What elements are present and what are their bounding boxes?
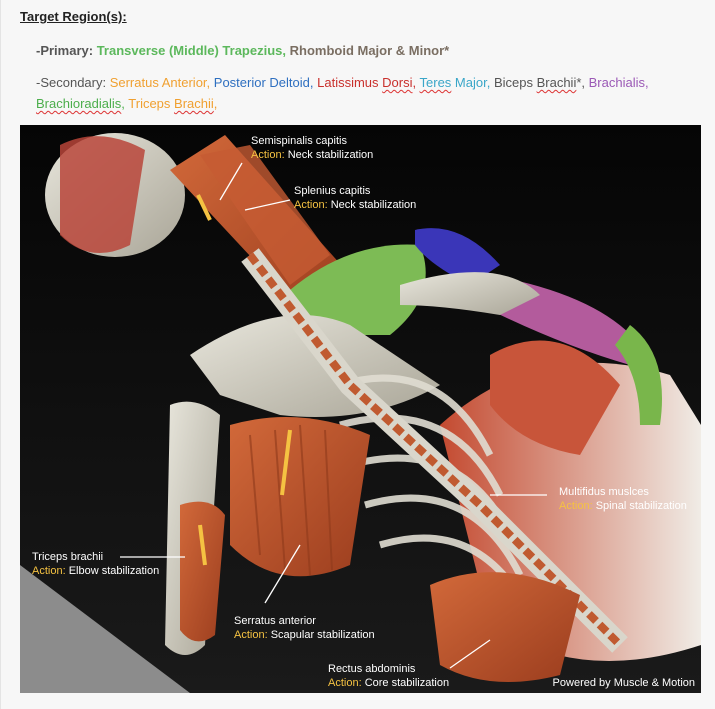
secondary-teres: Teres Major, — [419, 75, 491, 90]
primary-item-rhomboid: Rhomboid Major & Minor* — [289, 43, 450, 58]
label-rectus: Rectus abdominis Action: Core stabilizat… — [328, 663, 450, 689]
secondary-deltoid: Posterior Deltoid, — [213, 75, 314, 90]
label-multifidus: Multifidus muslces Action: Spinal stabil… — [559, 486, 687, 512]
primary-line: -Primary: Transverse (Middle) Trapezius,… — [36, 43, 449, 58]
secondary-serratus: Serratus Anterior, — [109, 75, 211, 90]
secondary-prefix: -Secondary: — [36, 75, 110, 90]
secondary-brachialis: Brachialis, — [588, 75, 649, 90]
secondary-line: -Secondary: Serratus Anterior, Posterior… — [36, 75, 649, 90]
primary-item-trapezius: Transverse (Middle) Trapezius, — [96, 43, 286, 58]
label-triceps: Triceps brachii Action: Elbow stabilizat… — [32, 551, 160, 577]
anatomy-illustration — [20, 125, 701, 693]
figure-credit: Powered by Muscle & Motion — [552, 677, 695, 689]
target-region-heading: Target Region(s): — [20, 9, 127, 24]
label-splenius: Splenius capitis Action: Neck stabilizat… — [294, 185, 417, 211]
secondary-line-2: Brachioradialis, Triceps Brachii, — [36, 96, 217, 111]
secondary-biceps: Biceps Brachii*, — [493, 75, 586, 90]
anatomy-figure: Semispinalis capitis Action: Neck stabil… — [20, 125, 701, 693]
primary-prefix: -Primary: — [36, 43, 97, 58]
label-semispinalis: Semispinalis capitis Action: Neck stabil… — [251, 135, 374, 161]
secondary-brachioradialis: Brachioradialis, — [36, 96, 125, 111]
secondary-triceps: Triceps Brachii, — [128, 96, 218, 111]
label-serratus: Serratus anterior Action: Scapular stabi… — [234, 615, 375, 641]
secondary-lat: Latissimus Dorsi, — [317, 75, 417, 90]
